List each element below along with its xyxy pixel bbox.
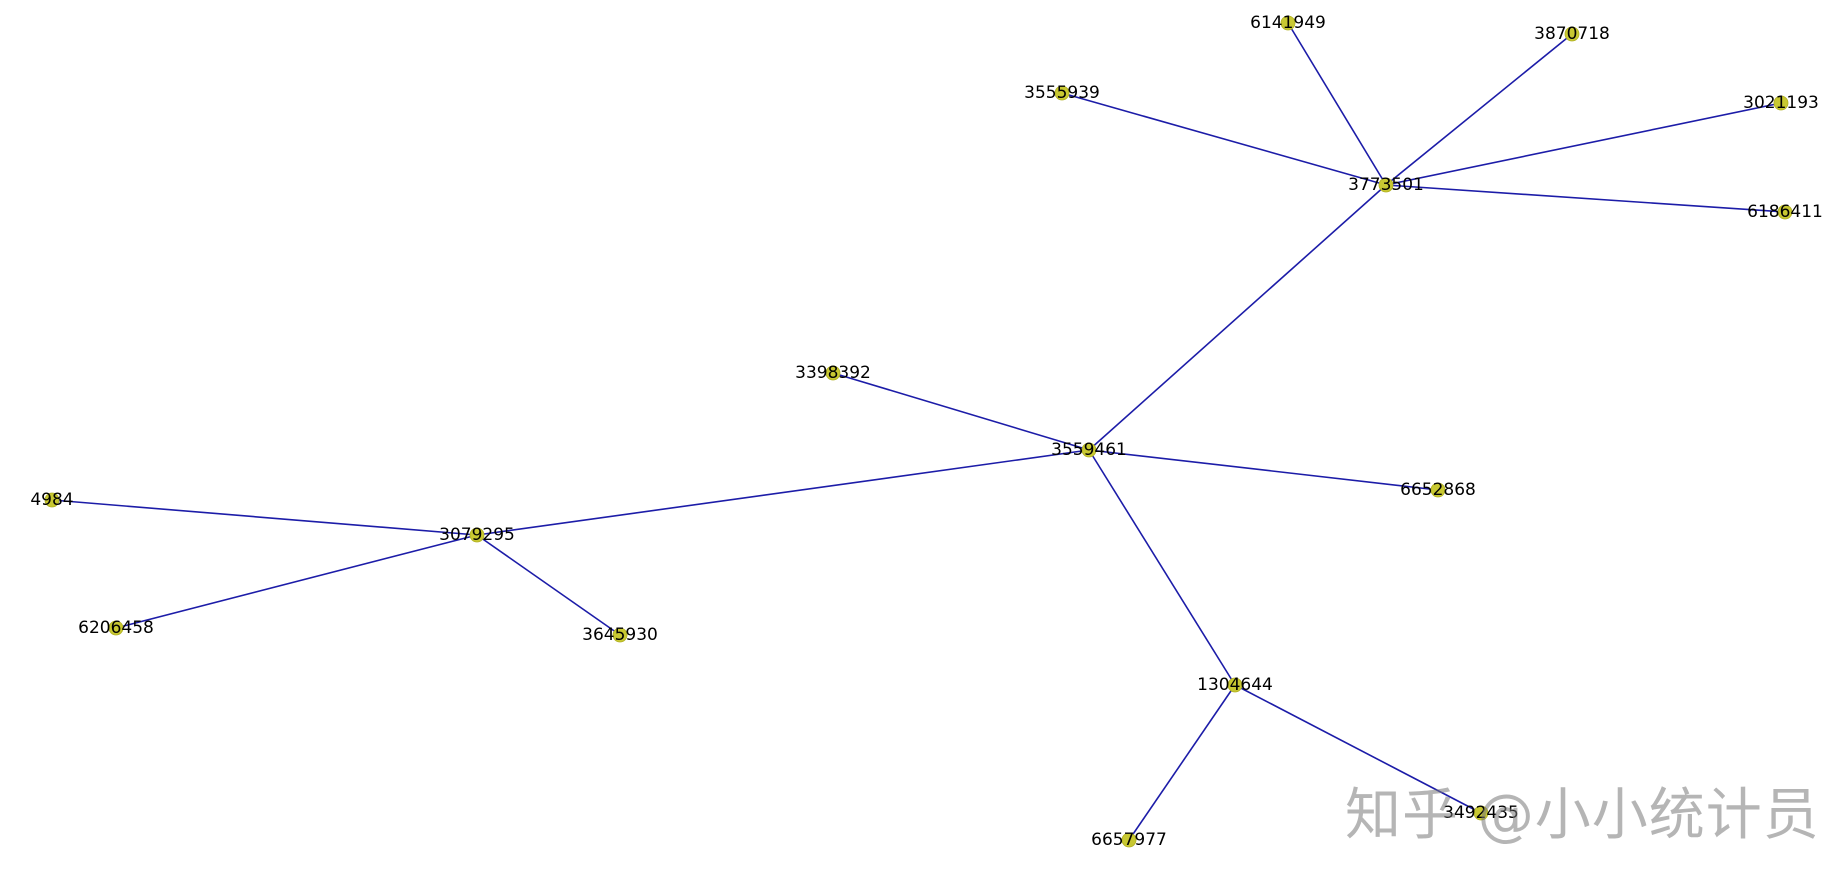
node-dot (1777, 204, 1793, 220)
edge-1304644-6657977 (1128, 684, 1236, 841)
node-3645930: 3645930 (582, 625, 658, 645)
edge-3079295-4984 (51, 499, 478, 536)
node-label: 3870718 (1534, 24, 1610, 44)
edge-3079295-3645930 (476, 534, 621, 636)
edge-3559461-6652868 (1088, 449, 1439, 491)
node-label: 6657977 (1091, 830, 1167, 850)
node-6141949: 6141949 (1250, 13, 1326, 33)
node-dot (1227, 677, 1243, 693)
node-label: 3021193 (1743, 93, 1819, 113)
node-label: 3645930 (582, 625, 658, 645)
node-3773501: 3773501 (1348, 175, 1424, 195)
node-6652868: 6652868 (1400, 480, 1476, 500)
node-3079295: 3079295 (439, 525, 515, 545)
node-dot (1378, 177, 1394, 193)
node-label: 6652868 (1400, 480, 1476, 500)
node-dot (612, 627, 628, 643)
node-dot (1430, 482, 1446, 498)
edge-1304644-3492435 (1234, 684, 1482, 814)
node-label: 1304644 (1197, 675, 1273, 695)
node-3492435: 3492435 (1443, 803, 1519, 823)
node-3555939: 3555939 (1024, 83, 1100, 103)
node-dot (469, 527, 485, 543)
node-3398392: 3398392 (795, 363, 871, 383)
node-dot (1121, 832, 1137, 848)
edge-3773501-3870718 (1385, 33, 1573, 186)
node-dot (1081, 442, 1097, 458)
node-6657977: 6657977 (1091, 830, 1167, 850)
edge-3773501-3555939 (1061, 92, 1387, 186)
node-3870718: 3870718 (1534, 24, 1610, 44)
node-label: 3559461 (1051, 440, 1127, 460)
graph-nodes: 3559461 3773501 3079295 1304644 3398392 66528… (30, 13, 1822, 850)
node-label: 3773501 (1348, 175, 1424, 195)
edge-3559461-3079295 (476, 449, 1090, 536)
node-label: 6206458 (78, 618, 154, 638)
node-dot (1773, 95, 1789, 111)
node-4984: 4984 (30, 490, 73, 510)
graph-edges (51, 22, 1786, 841)
node-label: 3079295 (439, 525, 515, 545)
node-label: 4984 (30, 490, 73, 510)
node-label: 6141949 (1250, 13, 1326, 33)
edge-3559461-3398392 (832, 372, 1090, 451)
node-dot (1054, 85, 1070, 101)
node-dot (1564, 26, 1580, 42)
node-3559461: 3559461 (1051, 440, 1127, 460)
node-dot (44, 492, 60, 508)
node-6206458: 6206458 (78, 618, 154, 638)
node-dot (108, 620, 124, 636)
node-dot (825, 365, 841, 381)
node-3021193: 3021193 (1743, 93, 1819, 113)
node-1304644: 1304644 (1197, 675, 1273, 695)
node-label: 3398392 (795, 363, 871, 383)
edge-3559461-3773501 (1088, 184, 1387, 451)
node-label: 3555939 (1024, 83, 1100, 103)
node-label: 3492435 (1443, 803, 1519, 823)
edge-3559461-1304644 (1088, 449, 1236, 686)
edge-3773501-6141949 (1287, 22, 1387, 186)
edge-3773501-6186411 (1385, 184, 1786, 213)
node-dot (1473, 805, 1489, 821)
edge-3079295-6206458 (115, 534, 478, 629)
node-dot (1280, 15, 1296, 31)
node-6186411: 6186411 (1747, 202, 1823, 222)
node-label: 6186411 (1747, 202, 1823, 222)
edge-3773501-3021193 (1385, 102, 1782, 186)
